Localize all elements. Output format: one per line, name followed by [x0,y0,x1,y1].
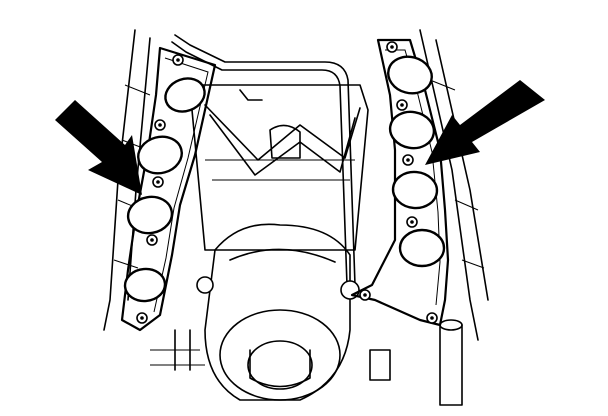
engine-block [103,29,489,341]
right-intake-gasket [350,38,450,327]
right-arrow [425,80,545,165]
left-arrow [55,100,142,195]
left-intake-gasket [120,46,217,332]
